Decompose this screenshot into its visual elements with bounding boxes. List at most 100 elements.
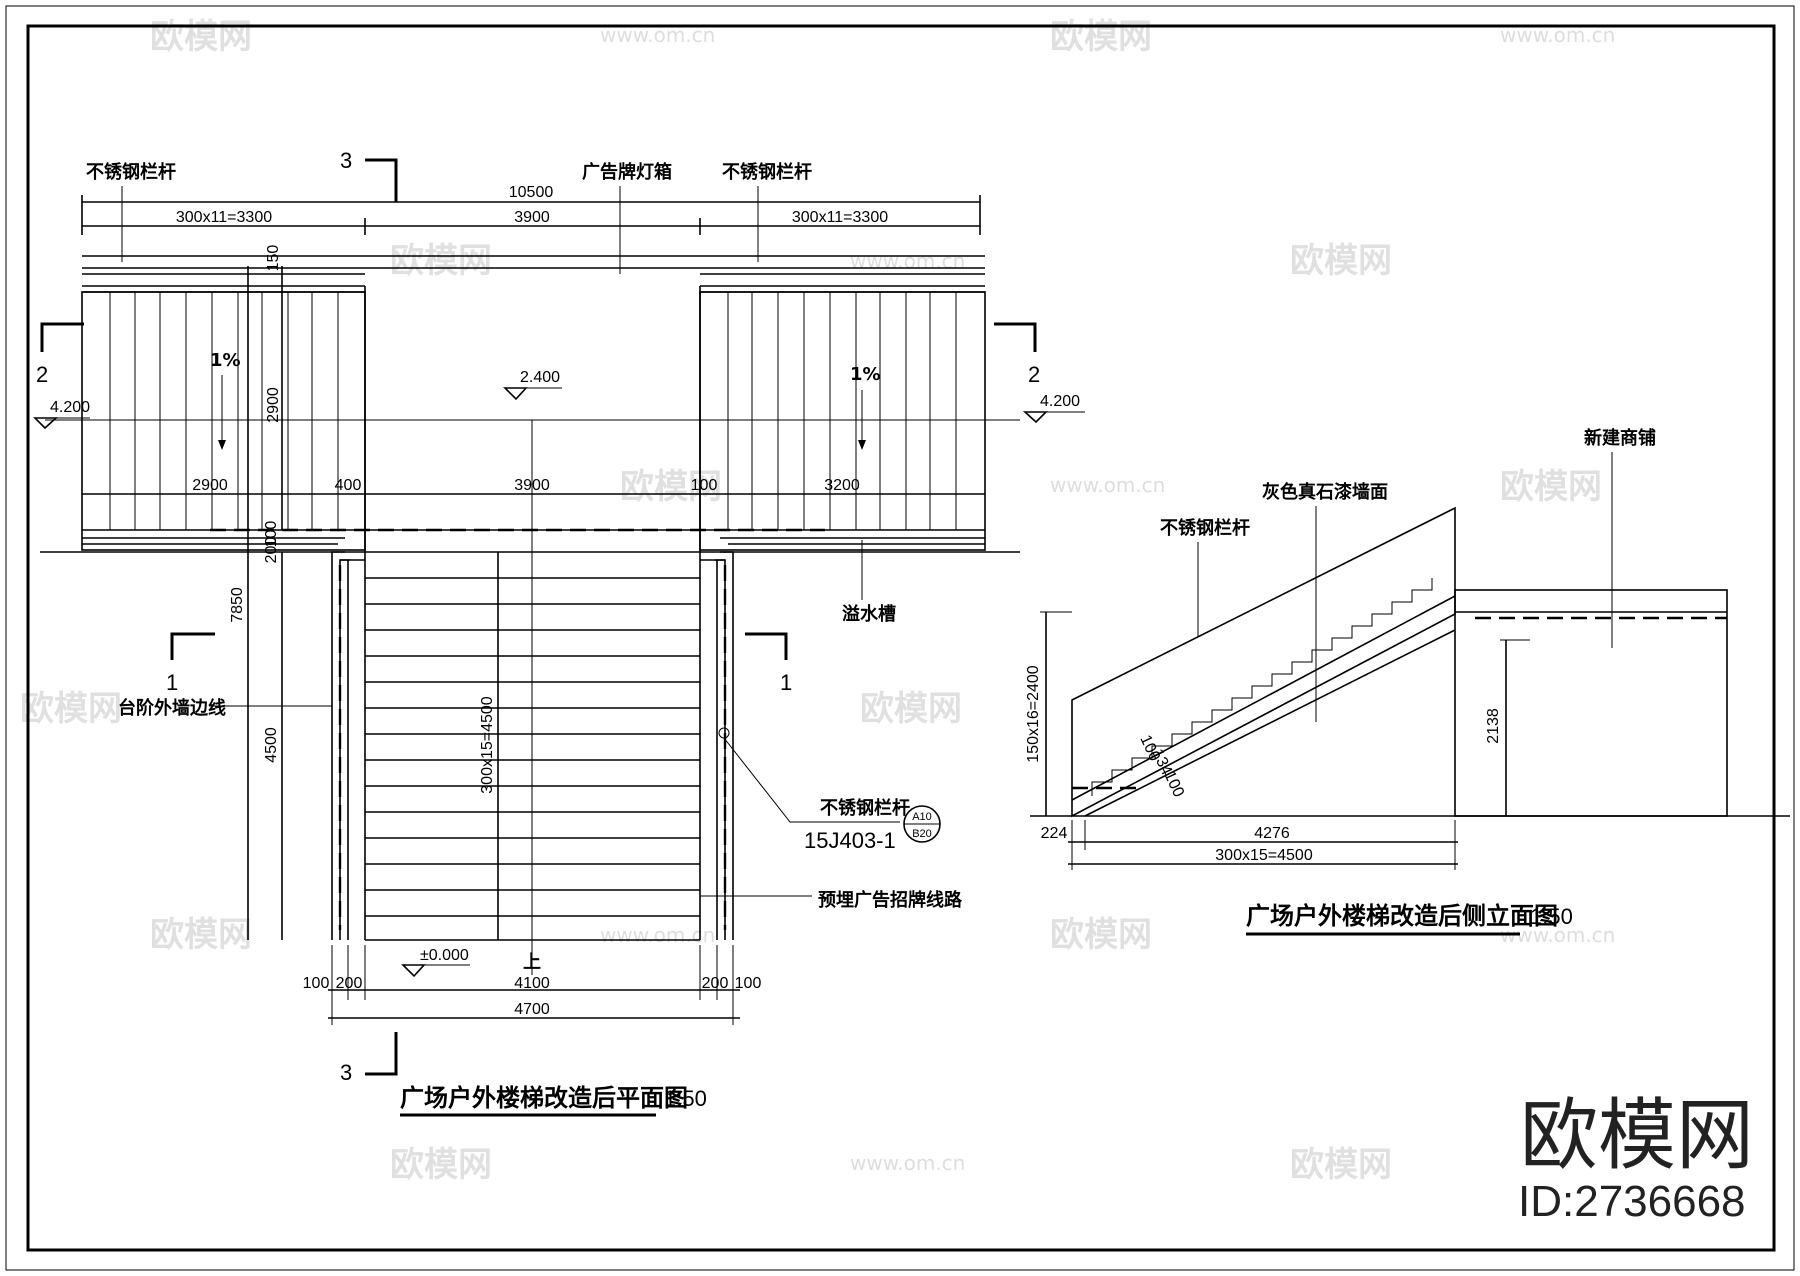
id-watermark: ID:2736668 [1518,1177,1746,1226]
brand-watermark: 欧模网 [1520,1091,1754,1181]
level-marker-icon [1022,411,1048,424]
up-label: 上 [523,952,541,973]
level-left: 4.200 [50,399,90,416]
dim-b100r: 100 [735,975,762,992]
label-railing-left: 不锈钢栏杆 [86,161,176,183]
watermark-site: www.om.cn [850,249,965,273]
watermark-text: 欧模网 [620,467,722,507]
dim-100b: 100 [1160,769,1187,800]
elevation-view: 150x16=2400 2138 100 134 100 224 4276 30… [1025,427,1790,936]
ref-code: 15J403-1 [804,828,896,853]
dim-150: 150 [265,245,282,272]
dim-seg-left: 300x11=3300 [176,209,272,226]
dim-b200l: 200 [336,975,363,992]
label-conduit: 预埋广告招牌线路 [818,889,963,911]
dim-2138: 2138 [1485,708,1502,744]
section-mark [170,632,215,660]
watermark-text: 欧模网 [150,17,252,57]
dim-b100l: 100 [303,975,330,992]
dim-b4100: 4100 [514,975,550,992]
dim-3200: 3200 [824,477,860,494]
watermark-site: www.om.cn [600,923,715,947]
dim-total-top: 10500 [509,184,554,201]
label-stone: 灰色真石漆墙面 [1262,481,1388,503]
dim-seg-mid: 3900 [514,209,550,226]
watermark-text: 欧模网 [390,1145,492,1185]
level-marker-icon [401,964,426,978]
dim-stairs: 300x15=4500 [479,696,496,794]
watermark-text: 欧模网 [1290,1145,1392,1185]
landing-left [81,291,366,551]
dim-4500: 4500 [263,727,280,763]
watermark-text: 欧模网 [1050,17,1152,57]
dim-seg-right: 300x11=3300 [792,209,888,226]
level-ground: ±0.000 [420,947,469,964]
stair-walls [331,551,734,940]
dim-height: 150x16=2400 [1025,665,1042,763]
watermark-text: 欧模网 [1500,467,1602,507]
watermark-site: www.om.cn [1050,473,1165,497]
ref-top: A10 [912,811,932,823]
watermark-text: 欧模网 [20,689,122,729]
leader-line [723,737,900,823]
shop-outline [1454,589,1728,817]
label-railing-elev: 不锈钢栏杆 [1160,517,1250,539]
stair-steps [1091,578,1433,796]
label-wall-edge: 台阶外墙边线 [118,697,226,719]
label-railing-right: 不锈钢栏杆 [722,161,812,183]
section-3-top: 3 [340,148,352,173]
plan-view: 10500 300x11=3300 3900 300x11=3300 [33,148,1085,1117]
dim-2900h: 2900 [192,477,228,494]
dim-7850: 7850 [229,587,246,623]
watermark-site: www.om.cn [850,1151,965,1175]
stair-soffit [1071,595,1456,801]
dim-b4700: 4700 [514,1001,550,1018]
section-mark [365,158,398,202]
section-mark [745,632,788,660]
section-mark [365,1032,398,1076]
outer-frame [5,5,1795,1271]
label-gutter: 溢水槽 [842,603,896,625]
elevation-scale: 1:50 [1530,904,1573,929]
dim-224: 224 [1041,825,1068,842]
slope-left: 1% [210,350,241,371]
label-shop: 新建商铺 [1584,427,1656,449]
dim-4276: 4276 [1254,825,1290,842]
section-1-left: 1 [166,670,178,695]
inner-frame [26,24,1776,1252]
elevation-title: 广场户外楼梯改造后侧立面图 [1246,902,1558,930]
watermark-text: 欧模网 [150,915,252,955]
section-3-bottom: 3 [340,1060,352,1085]
slope-right: 1% [850,364,881,385]
dim-b200r: 200 [702,975,729,992]
landing-right [699,291,986,551]
watermark-text: 欧模网 [1050,915,1152,955]
plan-scale: 1:50 [664,1086,707,1111]
section-mark [40,322,84,352]
dim-2900v: 2900 [265,387,282,423]
level-marker-icon [503,387,528,401]
dim-400: 400 [335,477,362,494]
dim-100v: 100 [263,521,280,548]
label-railing-ref: 不锈钢栏杆 [820,797,910,819]
arrow-head-icon [218,440,226,450]
watermark-text: 欧模网 [860,689,962,729]
watermark-text: 欧模网 [390,241,492,281]
plan-title: 广场户外楼梯改造后平面图 [400,1084,688,1112]
section-mark [994,322,1037,352]
label-lightbox: 广告牌灯箱 [582,161,672,183]
level-mid: 2.400 [520,369,560,386]
dim-100: 100 [691,477,718,494]
ref-bottom: B20 [912,828,932,840]
watermark-layer: 欧模网 www.om.cn 欧模网 www.om.cn 欧模网 www.om.c… [20,17,1615,1185]
stair-bottom [1084,629,1456,817]
landing-right-treads [727,292,957,530]
dim-200v: 200 [263,537,280,564]
section-1-right: 1 [780,670,792,695]
level-right: 4.200 [1040,393,1080,410]
landing-left-treads [109,292,339,530]
dim-stairs-elev: 300x15=4500 [1215,847,1313,864]
section-2-left: 2 [36,362,48,387]
section-2-right: 2 [1028,362,1040,387]
